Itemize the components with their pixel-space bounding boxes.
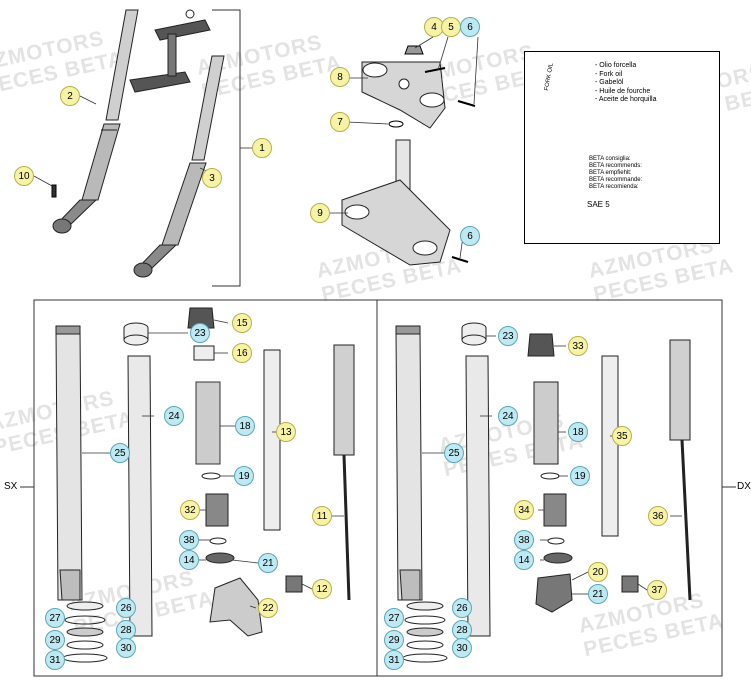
oil-recommend-es: BETA recomienda:	[589, 184, 639, 190]
callout-30[interactable]: 30	[452, 638, 472, 658]
callout-31[interactable]: 31	[384, 650, 404, 670]
callout-30[interactable]: 30	[116, 638, 136, 658]
callout-22[interactable]: 22	[258, 598, 278, 618]
callout-4[interactable]: 4	[424, 17, 444, 37]
oil-name-it: - Olio forcella	[595, 62, 637, 69]
callout-14[interactable]: 14	[179, 550, 199, 570]
callout-8[interactable]: 8	[330, 67, 350, 87]
oil-name-fr: - Huile de fourche	[595, 87, 651, 95]
callout-6[interactable]: 6	[460, 226, 480, 246]
callout-12[interactable]: 12	[312, 579, 332, 599]
callout-34[interactable]: 34	[514, 500, 534, 520]
oil-name-en: - Fork oil	[595, 70, 623, 78]
callout-26[interactable]: 26	[116, 598, 136, 618]
callout-29[interactable]: 29	[45, 630, 65, 650]
callout-23[interactable]: 23	[190, 323, 210, 343]
callout-21[interactable]: 21	[258, 553, 278, 573]
oil-recommend-de: BETA empfiehlt:	[589, 170, 632, 176]
triple-clamp-small	[129, 9, 211, 93]
callout-24[interactable]: 24	[498, 406, 518, 426]
callout-19[interactable]: 19	[234, 466, 254, 486]
callout-26[interactable]: 26	[452, 598, 472, 618]
callout-5[interactable]: 5	[441, 17, 461, 37]
callout-10[interactable]: 10	[14, 166, 34, 186]
oil-can-label: FORK OIL	[543, 62, 555, 92]
callout-7[interactable]: 7	[330, 112, 350, 132]
callout-9[interactable]: 9	[310, 203, 330, 223]
callout-27[interactable]: 27	[384, 608, 404, 628]
callout-25[interactable]: 25	[444, 443, 464, 463]
oil-recommend-fr: BETA recommande:	[589, 177, 643, 183]
callout-2[interactable]: 2	[60, 86, 80, 106]
callout-19[interactable]: 19	[570, 466, 590, 486]
callout-13[interactable]: 13	[276, 422, 296, 442]
fork-oil-box: FORK OIL - Olio forcella - Fork oil - Ga…	[524, 51, 720, 244]
callout-27[interactable]: 27	[45, 608, 65, 628]
callout-16[interactable]: 16	[232, 343, 252, 363]
oil-grade: SAE 5	[587, 200, 610, 209]
callout-35[interactable]: 35	[612, 426, 632, 446]
callout-11[interactable]: 11	[312, 506, 332, 526]
oil-recommend-it: BETA consiglia:	[589, 156, 631, 162]
callout-38[interactable]: 38	[179, 530, 199, 550]
callout-15[interactable]: 15	[232, 313, 252, 333]
callout-18[interactable]: 18	[568, 422, 588, 442]
callout-29[interactable]: 29	[384, 630, 404, 650]
callout-36[interactable]: 36	[648, 506, 668, 526]
callout-31[interactable]: 31	[45, 650, 65, 670]
right-fork-parts	[395, 322, 692, 663]
callout-20[interactable]: 20	[588, 562, 608, 582]
oil-name-de: - Gabelöl	[595, 79, 624, 86]
callout-14[interactable]: 14	[514, 550, 534, 570]
left-fork-parts	[55, 307, 355, 663]
callout-6[interactable]: 6	[460, 17, 480, 37]
callout-18[interactable]: 18	[235, 416, 255, 436]
oil-recommend-en: BETA recommends:	[589, 163, 642, 169]
callout-32[interactable]: 32	[180, 500, 200, 520]
callout-28[interactable]: 28	[452, 620, 472, 640]
callout-38[interactable]: 38	[514, 530, 534, 550]
fork-leg-right	[133, 55, 225, 278]
callout-23[interactable]: 23	[498, 326, 518, 346]
callout-25[interactable]: 25	[110, 443, 130, 463]
oil-name-es: - Aceite de horquilla	[595, 96, 657, 103]
callout-1[interactable]: 1	[252, 138, 272, 158]
callout-3[interactable]: 3	[202, 168, 222, 188]
callout-37[interactable]: 37	[647, 580, 667, 600]
callout-33[interactable]: 33	[568, 336, 588, 356]
side-label-right: DX	[737, 481, 751, 492]
top-clamp	[361, 61, 446, 129]
fork-leg-left	[52, 9, 139, 234]
callout-24[interactable]: 24	[164, 406, 184, 426]
callout-21[interactable]: 21	[588, 584, 608, 604]
steering-stem	[341, 139, 451, 266]
callout-28[interactable]: 28	[116, 620, 136, 640]
side-label-left: SX	[4, 481, 18, 492]
